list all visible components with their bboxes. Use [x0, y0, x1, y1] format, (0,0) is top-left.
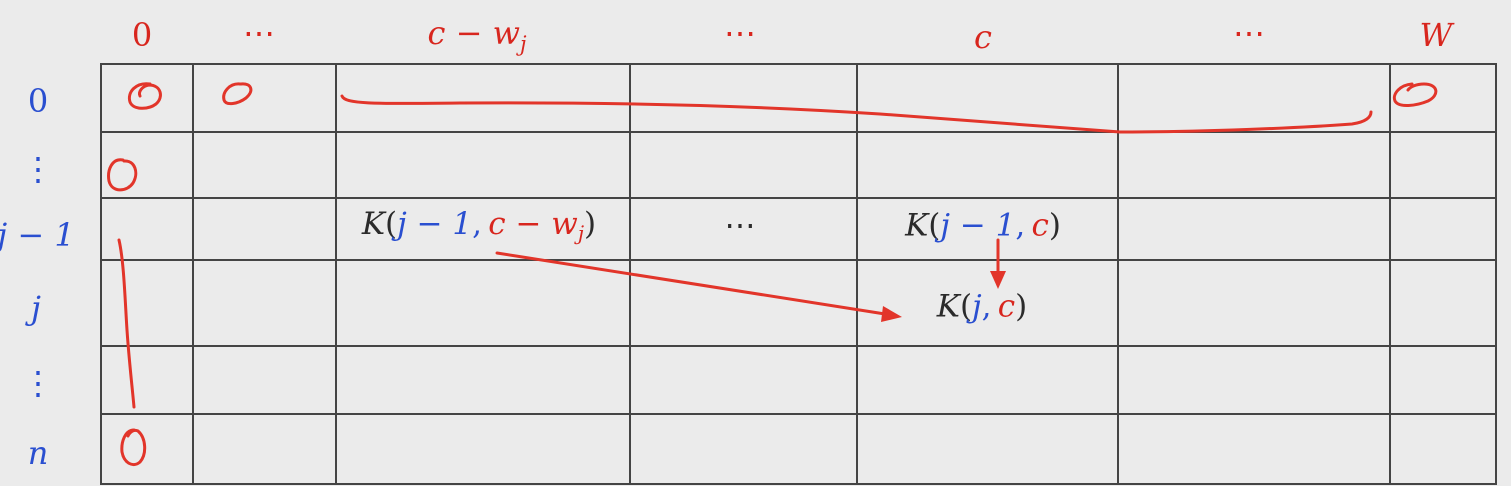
col-label-c-minus-wj-sub: j: [519, 32, 527, 56]
cell-k-prev-item-same-capacity: K(j − 1, c): [905, 207, 1061, 244]
cell-col-index: c − w: [488, 206, 578, 242]
handwritten-zero-row0-col0: [127, 82, 162, 110]
col-label-ellipsis: ⋯: [243, 14, 275, 52]
cell-open-paren: (: [959, 288, 973, 325]
handwritten-zero-row1-col0: [107, 158, 138, 192]
row-label-j-minus-1: j − 1: [0, 216, 75, 254]
cell-k-prev-item-reduced-capacity: K(j − 1, c − wj): [361, 206, 597, 245]
col-label-ellipsis: ⋯: [1233, 14, 1265, 52]
row-label-n: n: [27, 434, 49, 472]
row-label-vdots: ⋮: [22, 150, 54, 188]
col-label-ellipsis: ⋯: [724, 14, 756, 52]
arrow-diagonal-head: [881, 306, 902, 322]
cell-k-symbol: K: [905, 207, 929, 244]
col-label-W: W: [1419, 16, 1453, 54]
cell-row-index: j − 1: [397, 206, 473, 242]
arrow-diagonal-line: [495, 251, 887, 316]
cell-row-index: j − 1: [940, 207, 1016, 244]
cell-col-subscript: j: [577, 221, 585, 245]
cell-col-index: c: [997, 288, 1016, 325]
handwritten-zero-row0-col1: [222, 82, 253, 106]
col-label-c-minus-wj-base: c − w: [427, 14, 520, 52]
cell-comma: ,: [1015, 207, 1026, 244]
cell-open-paren: (: [385, 206, 398, 242]
cell-close-paren: ): [1015, 288, 1028, 325]
cell-col-index: c: [1031, 207, 1049, 244]
cell-row-index: j: [972, 288, 982, 325]
cell-k-symbol: K: [361, 206, 386, 242]
cell-comma: ,: [472, 206, 483, 242]
cell-k-current: K(j, c): [936, 288, 1028, 325]
cell-close-paren: ): [1048, 207, 1061, 244]
handwritten-brace-row0: [340, 94, 1373, 134]
row-label-j: j: [31, 289, 41, 327]
col-label-c-minus-wj: c − wj: [428, 17, 527, 55]
cell-comma: ,: [981, 288, 992, 325]
cell-close-paren: ): [584, 206, 597, 242]
col-label-c: c: [974, 18, 992, 56]
row-label-zero: 0: [27, 82, 49, 120]
handwritten-stroke-col0: [117, 238, 136, 409]
handwritten-zero-row0-colW: [1392, 82, 1438, 107]
cell-open-paren: (: [928, 207, 941, 244]
arrow-down-head: [990, 271, 1006, 289]
table-outline: [100, 63, 1497, 485]
cell-ellipsis: ⋯: [724, 207, 756, 244]
cell-k-symbol: K: [936, 288, 960, 325]
handwritten-zero-rowN-col0: [120, 428, 147, 467]
col-label-zero: 0: [131, 16, 153, 54]
row-label-vdots: ⋮: [22, 364, 54, 402]
